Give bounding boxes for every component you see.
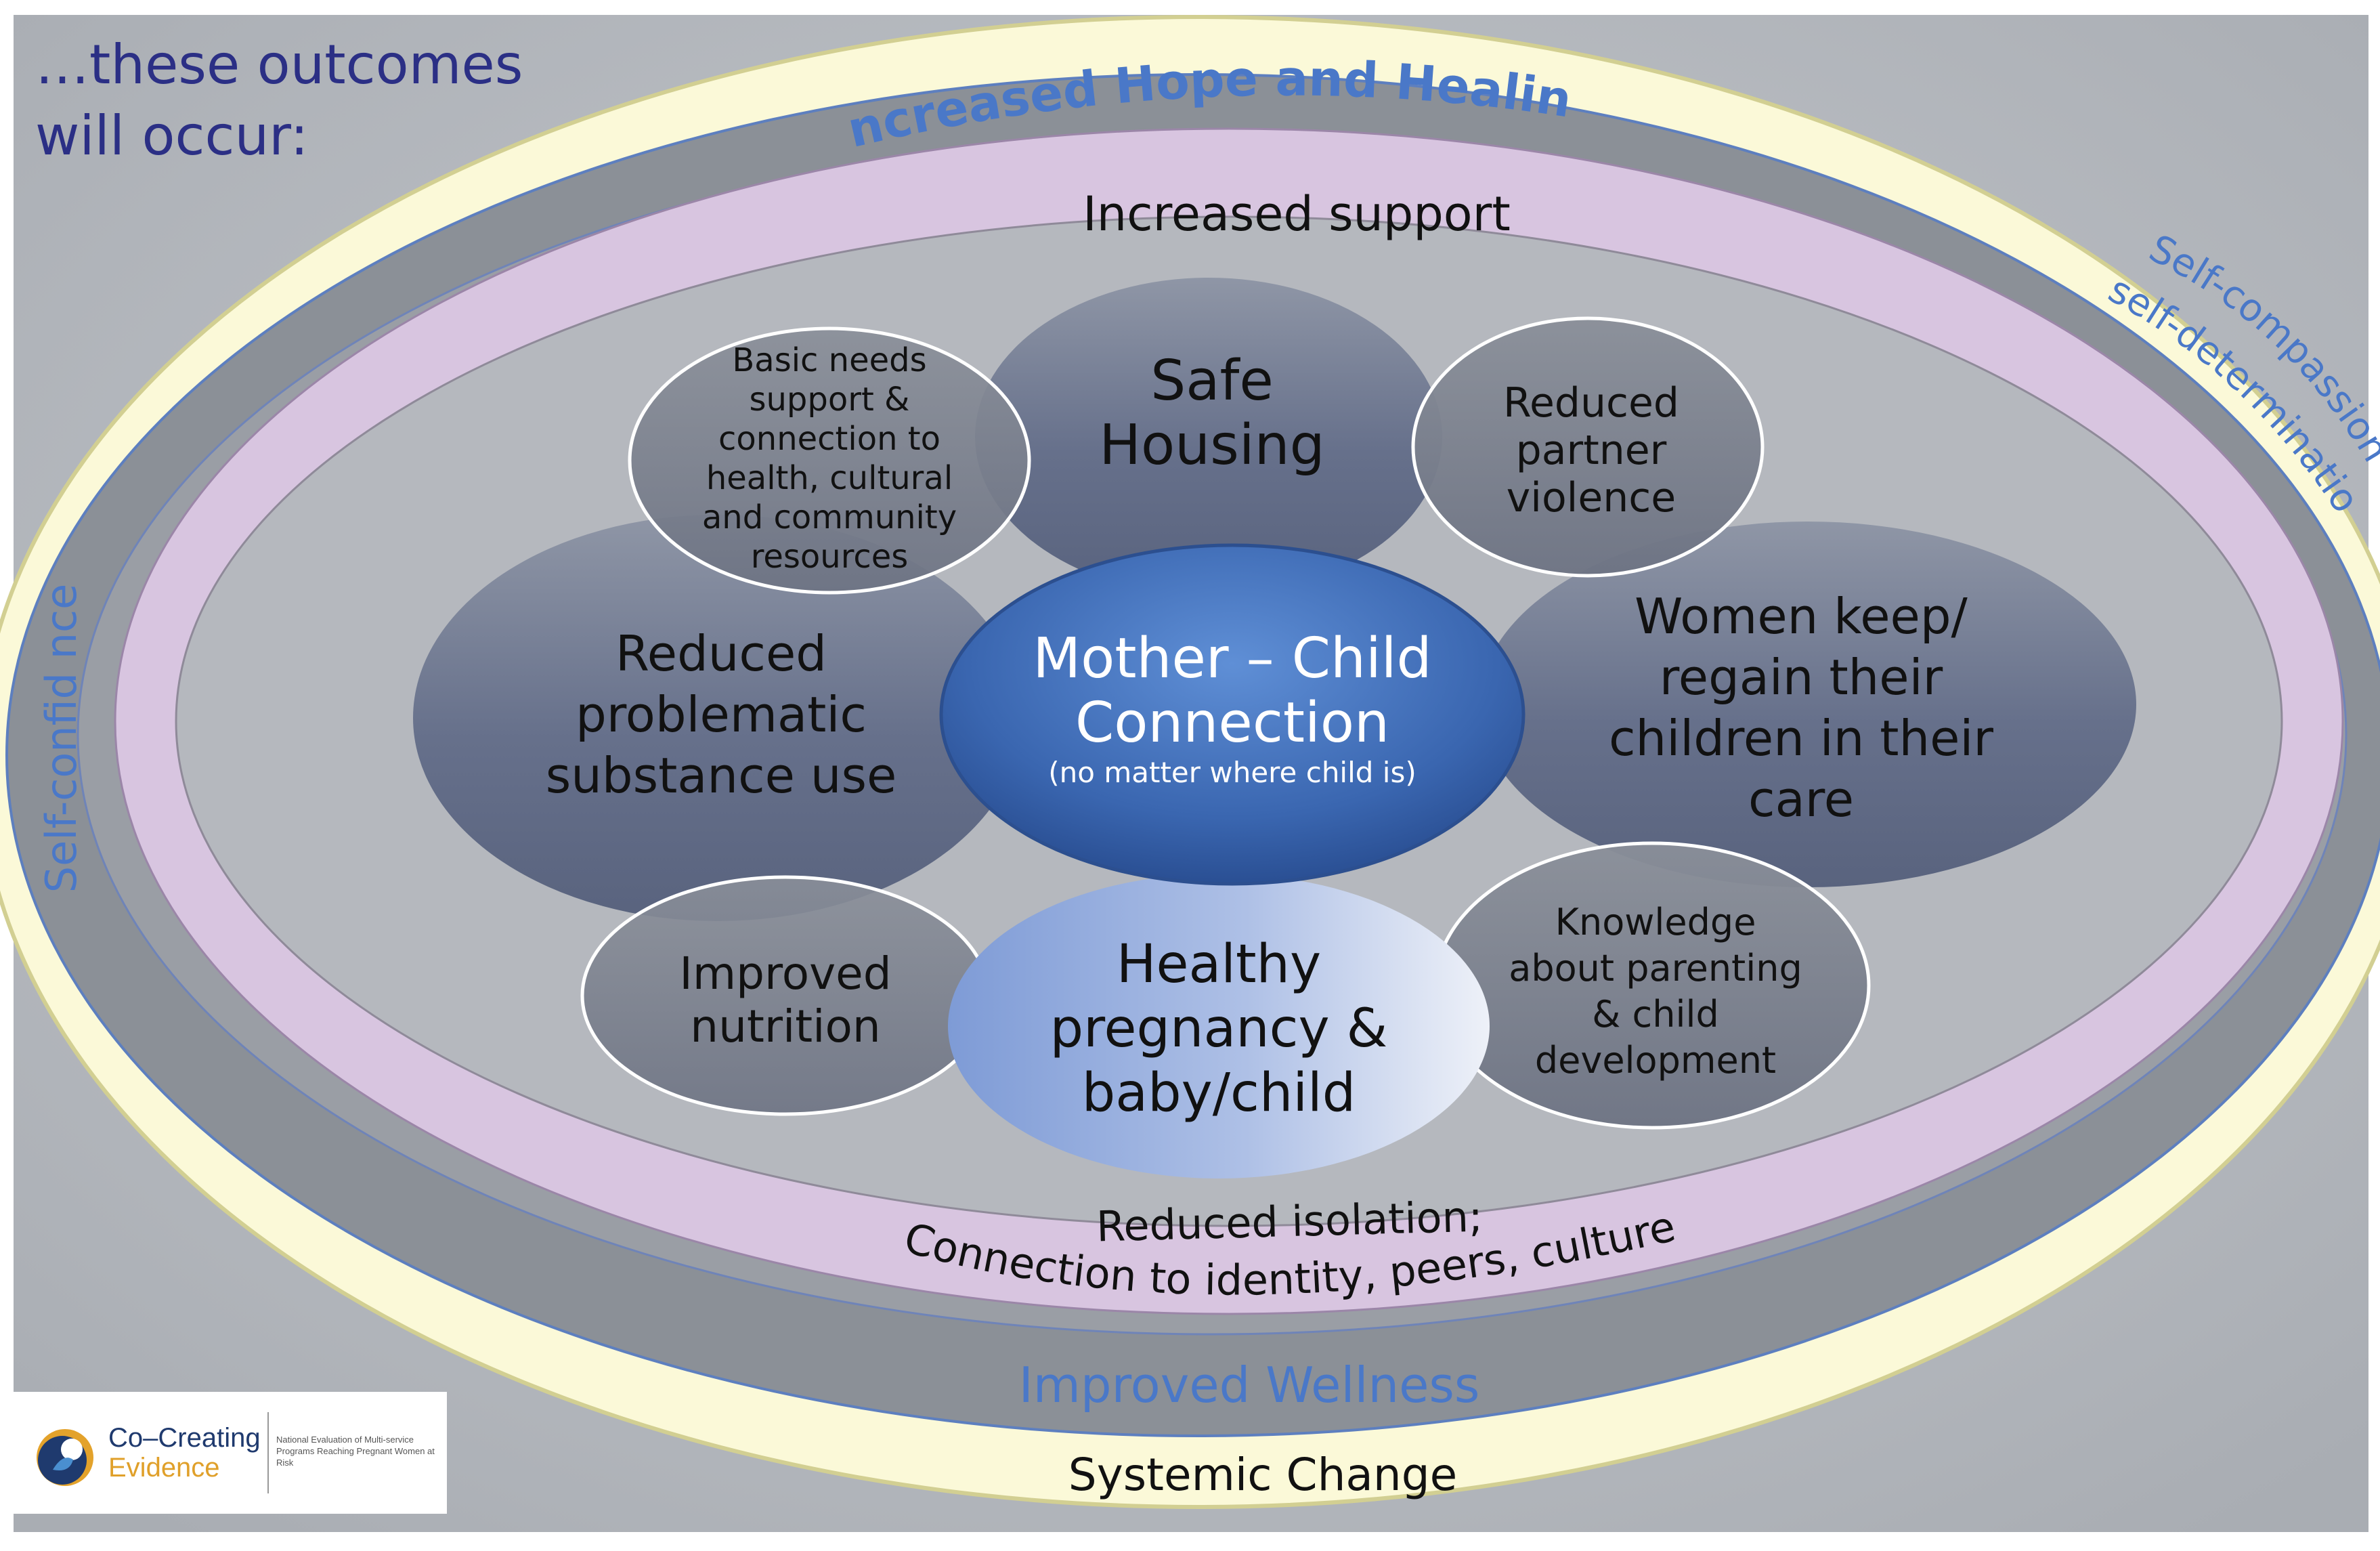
basic-needs-text: Basic needs support & connection to heal…: [702, 341, 957, 576]
logo-name: Co–Creating Evidence: [108, 1423, 261, 1483]
svg-text:Housing: Housing: [1099, 413, 1324, 477]
svg-text:Basic needs: Basic needs: [732, 341, 926, 379]
svg-text:problematic: problematic: [576, 686, 867, 743]
partner-violence-text: Reduced partner violence: [1503, 379, 1679, 522]
bubble-partner-violence: [1411, 316, 1765, 578]
logo-description: National Evaluation of Multi-service Pro…: [276, 1435, 435, 1468]
logo-mark-icon: [37, 1429, 93, 1486]
svg-text:partner: partner: [1516, 427, 1667, 474]
women-keep-text: Women keep/ regain their children in the…: [1609, 588, 1993, 828]
svg-text:nutrition: nutrition: [690, 1000, 880, 1053]
svg-text:Women keep/: Women keep/: [1635, 588, 1968, 645]
center-title-line2: Connection: [1075, 691, 1389, 755]
svg-text:Reduced: Reduced: [615, 625, 827, 682]
svg-text:Safe: Safe: [1150, 349, 1274, 413]
bubble-safe-housing: [975, 278, 1442, 596]
header-line1: …these outcomes: [35, 33, 523, 96]
svg-text:resources: resources: [751, 538, 909, 576]
svg-text:Knowledge: Knowledge: [1555, 901, 1756, 943]
svg-text:health, cultural: health, cultural: [706, 459, 953, 497]
svg-text:substance use: substance use: [546, 747, 897, 804]
bubble-substance-use: [413, 515, 1022, 921]
safe-housing-text: Safe Housing: [1099, 349, 1324, 477]
svg-text:Improved: Improved: [679, 948, 891, 1000]
svg-text:children in their: children in their: [1609, 710, 1993, 767]
svg-text:development: development: [1535, 1039, 1776, 1082]
pregnancy-text: Healthy pregnancy & baby/child: [1050, 934, 1388, 1124]
svg-text:care: care: [1748, 771, 1854, 828]
systemic-label: Systemic Change: [1068, 1449, 1457, 1501]
header-line2: will occur:: [35, 104, 309, 167]
parenting-text: Knowledge about parenting & child develo…: [1509, 901, 1802, 1082]
svg-text:pregnancy &: pregnancy &: [1050, 998, 1388, 1059]
self-confidence-label: Self-confid nce: [37, 584, 86, 893]
logo-panel: Co–Creating Evidence National Evaluation…: [14, 1392, 447, 1514]
bubble-pregnancy: [948, 874, 1490, 1178]
wellness-label: Improved Wellness: [1019, 1357, 1480, 1414]
support-label: Increased support: [1083, 186, 1511, 242]
svg-text:Reduced: Reduced: [1503, 379, 1679, 427]
svg-text:about parenting: about parenting: [1509, 947, 1802, 990]
bubble-basic-needs: [628, 326, 1031, 595]
svg-text:support &: support &: [750, 381, 910, 419]
nutrition-text: Improved nutrition: [679, 948, 891, 1053]
svg-text:baby/child: baby/child: [1082, 1063, 1356, 1124]
center-mother-child: [939, 543, 1526, 886]
svg-text:and community: and community: [702, 498, 957, 536]
svg-text:regain their: regain their: [1660, 649, 1943, 706]
logo-divider: [267, 1412, 269, 1493]
svg-text:& child: & child: [1592, 993, 1718, 1036]
svg-text:violence: violence: [1507, 474, 1676, 522]
center-subtitle: (no matter where child is): [1048, 756, 1416, 789]
bubble-women-keep: [1479, 522, 2136, 887]
isolation-label: Reduced isolation;: [1096, 1192, 1483, 1252]
substance-use-text: Reduced problematic substance use: [546, 625, 897, 804]
svg-text:Healthy: Healthy: [1117, 934, 1321, 995]
svg-text:connection to: connection to: [718, 420, 940, 458]
center-title-line1: Mother – Child: [1033, 626, 1431, 691]
